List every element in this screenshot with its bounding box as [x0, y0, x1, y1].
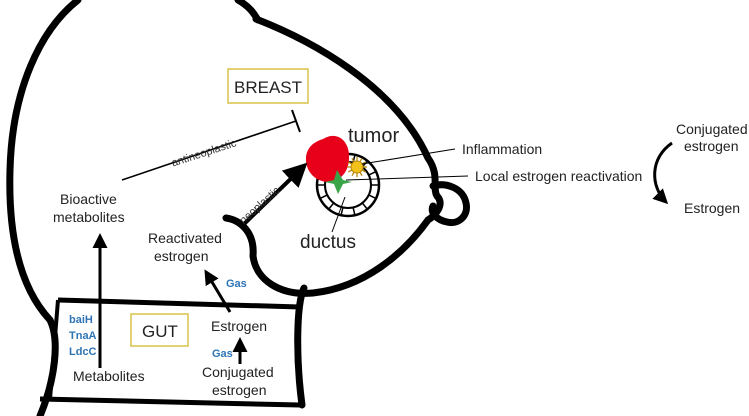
reactivated-label-line1: Reactivated — [148, 230, 222, 246]
gas-upper-label: Gas — [226, 278, 247, 290]
antineoplastic-bar — [291, 109, 301, 133]
gene-baih: baiH — [69, 314, 93, 326]
back-outline — [6, 0, 82, 416]
antineoplastic-line — [121, 120, 297, 181]
ductus-pointer — [331, 196, 346, 233]
legend-conjugated-line1: Conjugated — [676, 121, 748, 137]
gut-top-line — [57, 297, 301, 310]
gas-lower-label: Gas — [212, 348, 233, 360]
gut-left-line — [48, 299, 60, 400]
gene-tnaa: TnaA — [69, 330, 97, 342]
gut-label-box — [130, 313, 189, 347]
gut-bottom-line — [39, 396, 301, 408]
local-reactivation-label: Local estrogen reactivation — [475, 168, 642, 184]
antineoplastic-label: antineoplastic — [170, 137, 238, 169]
inflammation-label: Inflammation — [462, 141, 542, 157]
gene-ldcc: LdcC — [69, 346, 97, 358]
legend-estrogen: Estrogen — [684, 200, 740, 216]
front-body-outline — [294, 284, 308, 409]
breast-outline — [222, 15, 444, 297]
ductus-label: ductus — [300, 232, 356, 253]
estrogen-to-reactivated-arrow — [204, 269, 232, 313]
bioactive-label-line2: metabolites — [53, 209, 125, 225]
conjugated-gut-label-line2: estrogen — [212, 382, 266, 398]
legend-curved-arrow — [652, 141, 673, 205]
metabolites-label: Metabolites — [73, 368, 145, 384]
gut-label: GUT — [142, 322, 178, 341]
inflammation-burst — [347, 157, 367, 177]
estrogen-gut-label: Estrogen — [211, 318, 267, 334]
breast-label-box — [227, 68, 309, 104]
breast-label: BREAST — [234, 78, 302, 97]
legend-conjugated-line2: estrogen — [684, 138, 738, 154]
reactivated-label-line2: estrogen — [154, 248, 208, 264]
tumor-label: tumor — [348, 125, 399, 147]
reactivation-marker — [325, 170, 352, 194]
inflammation-pointer — [361, 148, 456, 165]
bioactive-label-line1: Bioactive — [60, 191, 117, 207]
reactivation-pointer — [345, 175, 469, 181]
conjugated-gut-label-line1: Conjugated — [202, 364, 274, 380]
tumor-mass — [305, 135, 350, 182]
neoplastic-label: neoplastic — [238, 184, 283, 226]
neoplastic-arrow — [241, 162, 308, 227]
nipple-outline — [428, 181, 470, 227]
